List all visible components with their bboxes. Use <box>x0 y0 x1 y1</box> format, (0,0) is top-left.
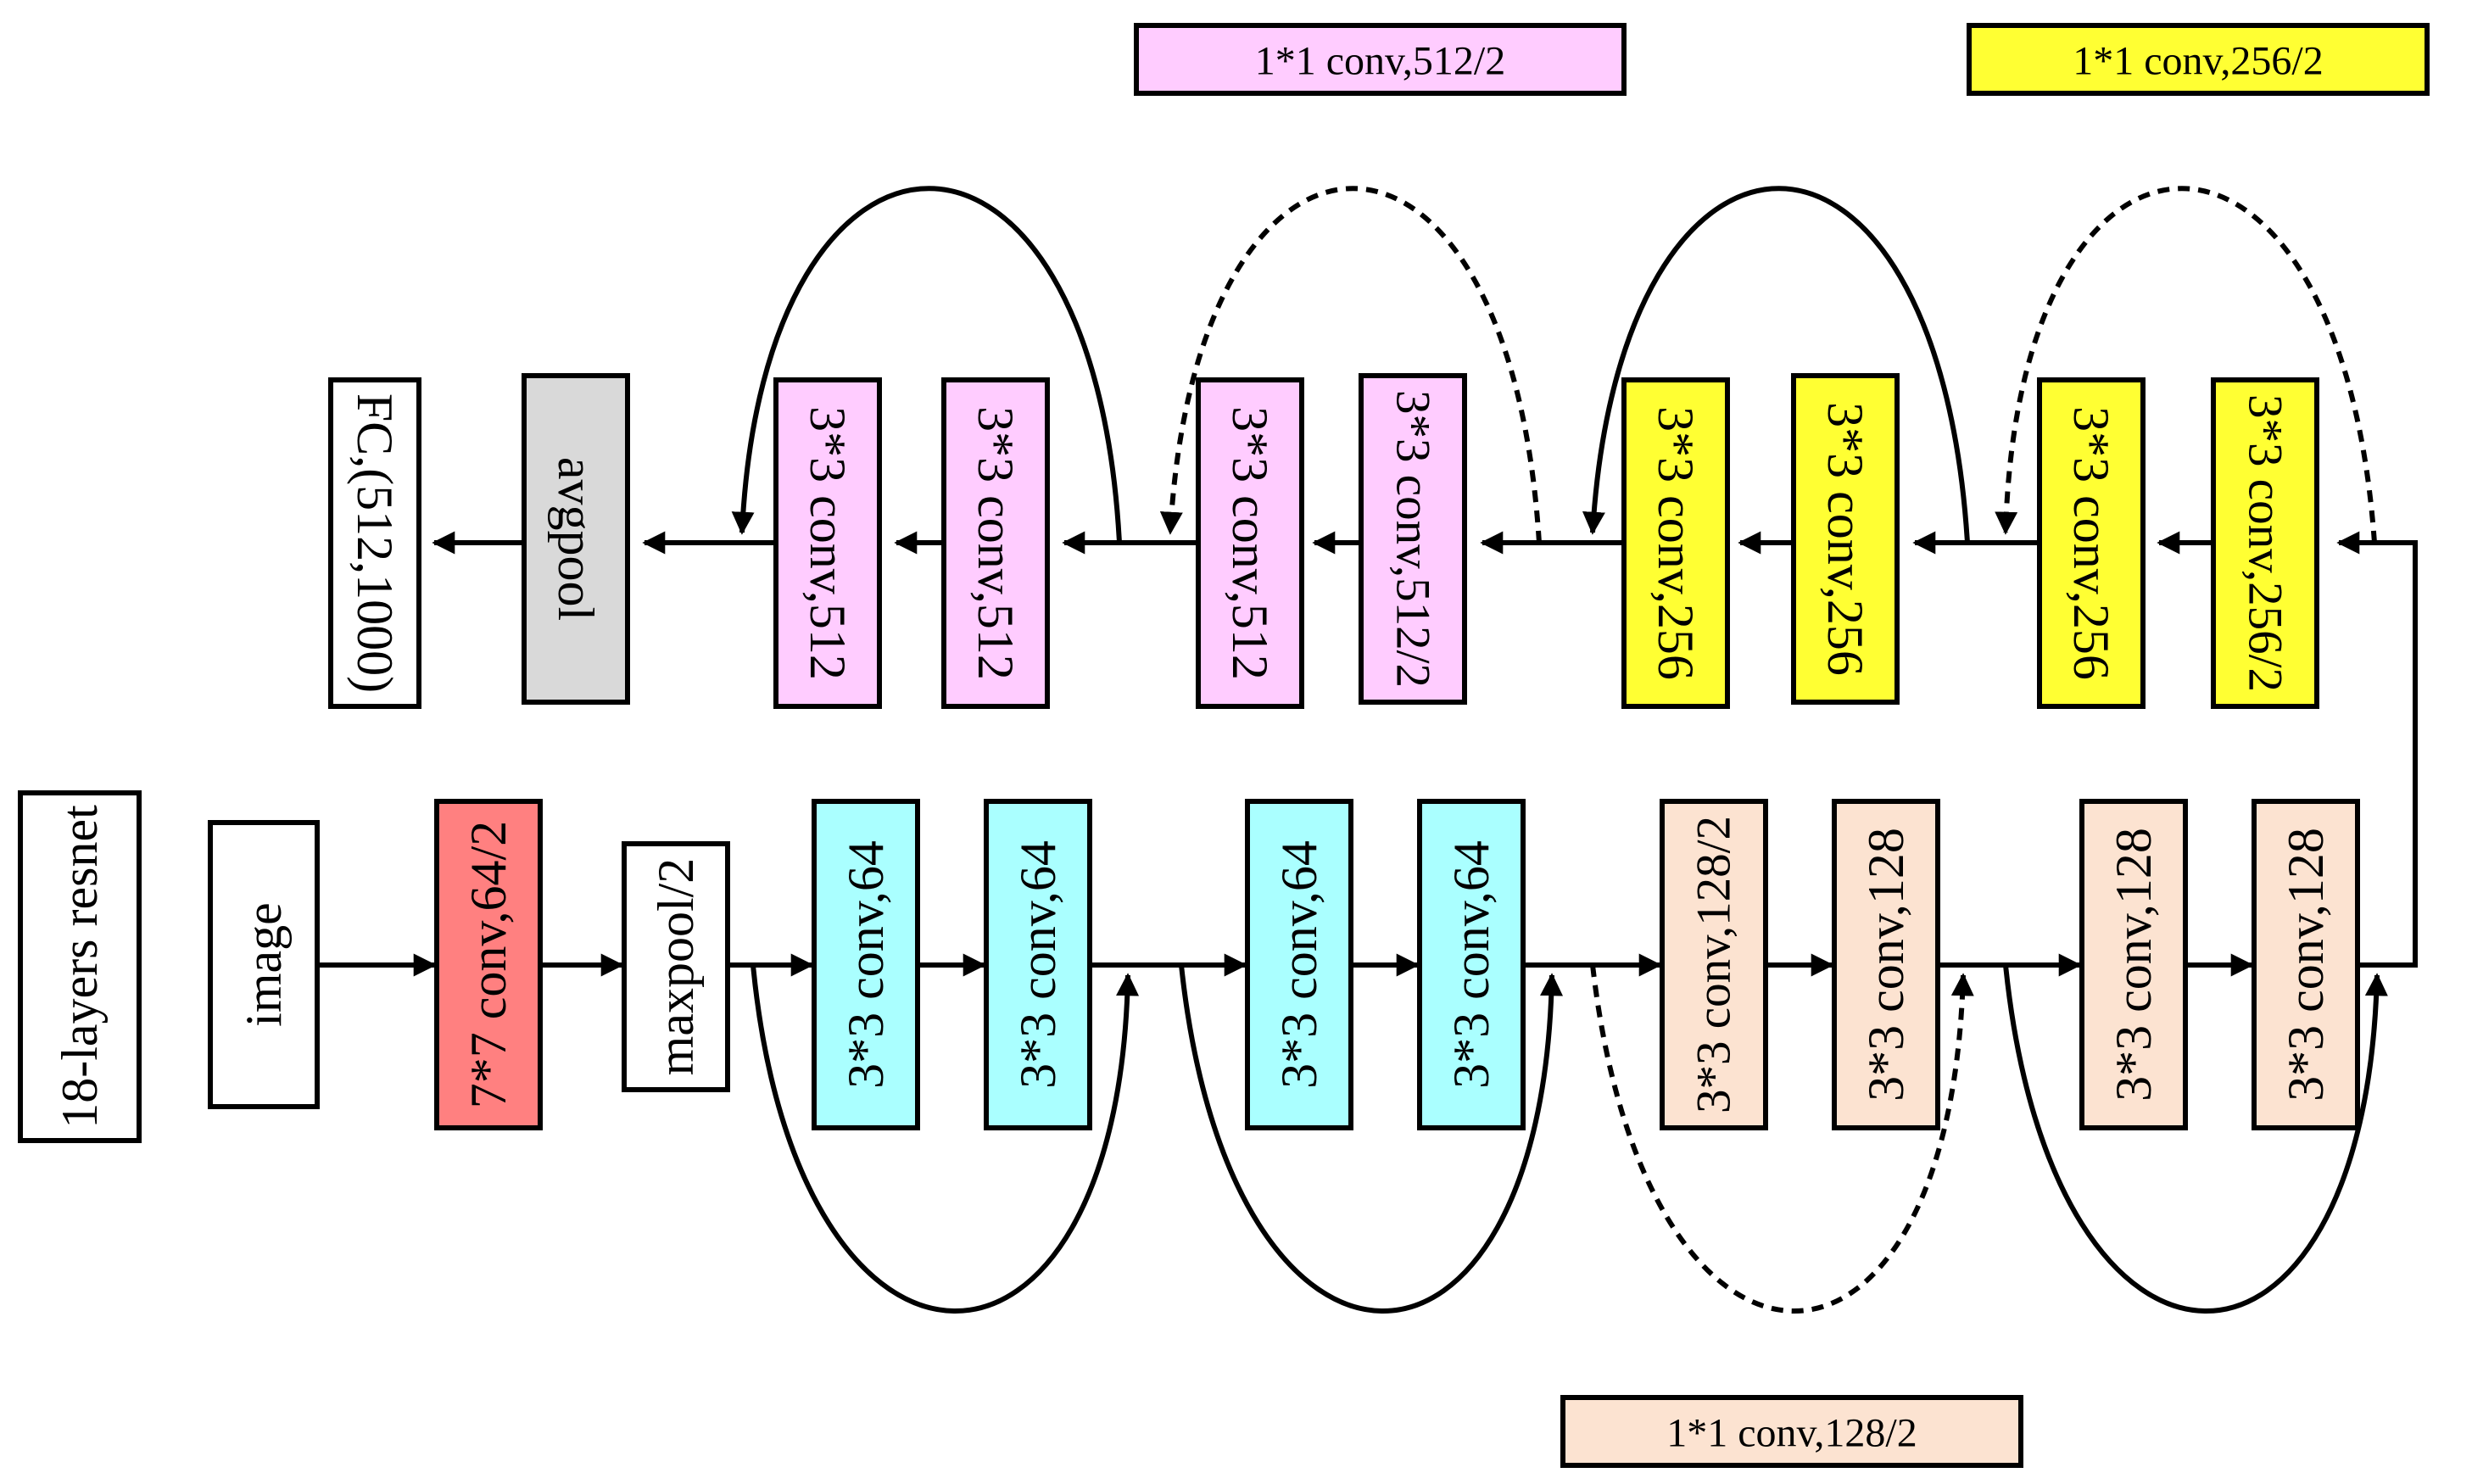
block-image: image <box>208 820 320 1109</box>
block-c512c: 3*3 conv,512 <box>941 377 1050 709</box>
shortcut-label-s128: 1*1 conv,128/2 <box>1560 1395 2023 1468</box>
block-c128d-box <box>2252 799 2360 1130</box>
skip-c256-1x1 <box>1995 186 2377 544</box>
shortcut-label-s256-text: 1*1 conv,256/2 <box>2073 39 2324 84</box>
block-c64a-box <box>812 799 920 1130</box>
block-c512d: 3*3 conv,512 <box>773 377 882 709</box>
edge-c128d-c256a <box>2336 531 2418 968</box>
block-c128d: 3*3 conv,128 <box>2252 799 2360 1130</box>
block-c256c-label: 3*3 conv,256 <box>1817 402 1873 676</box>
blocks: 18-layers resnet image 7*7 conv,64/2 maxpoo… <box>18 373 2360 1143</box>
block-c256d-label: 3*3 conv,256 <box>1648 406 1704 680</box>
block-fc-label: FC,(512,1000) <box>347 393 403 693</box>
block-image-box <box>208 820 320 1109</box>
skip-c512-2 <box>731 186 1122 544</box>
block-maxpool-box <box>622 841 730 1092</box>
block-c64c-label: 3*3 conv,64 <box>1271 840 1327 1089</box>
block-c256a-label: 3*3 conv,256/2 <box>2239 394 2292 692</box>
block-c64a: 3*3 conv,64 <box>812 799 920 1130</box>
block-c128a-label: 3*3 conv,128/2 <box>1688 816 1741 1113</box>
block-c256b-box <box>2037 377 2146 709</box>
block-c256d-box <box>1621 377 1730 709</box>
shortcut-label-s256: 1*1 conv,256/2 <box>1967 23 2430 96</box>
block-c256c: 3*3 conv,256 <box>1791 373 1900 705</box>
block-image-label: image <box>236 902 292 1027</box>
block-c512b-box <box>1196 377 1304 709</box>
block-maxpool-label: maxpool/2 <box>648 858 704 1076</box>
block-c256c-box <box>1791 373 1900 705</box>
title-label: 18-layers resnet <box>52 805 108 1129</box>
block-c512d-box <box>773 377 882 709</box>
block-c512c-box <box>941 377 1050 709</box>
block-c128b: 3*3 conv,128 <box>1832 799 1940 1130</box>
block-fc-box <box>328 377 421 709</box>
block-maxpool: maxpool/2 <box>622 841 730 1092</box>
block-fc: FC,(512,1000) <box>328 377 421 709</box>
block-c64a-label: 3*3 conv,64 <box>838 840 894 1089</box>
block-c128a: 3*3 conv,128/2 <box>1660 799 1768 1130</box>
shortcut-label-s128-text: 1*1 conv,128/2 <box>1666 1411 1917 1456</box>
block-c64c: 3*3 conv,64 <box>1245 799 1353 1130</box>
block-c64d: 3*3 conv,64 <box>1417 799 1526 1130</box>
skip-c128-2 <box>2003 964 2388 1314</box>
block-c256d: 3*3 conv,256 <box>1621 377 1730 709</box>
block-c128c-box <box>2079 799 2188 1130</box>
block-c256a: 3*3 conv,256/2 <box>2211 377 2319 709</box>
block-c64d-box <box>1417 799 1526 1130</box>
shortcut-label-s512: 1*1 conv,512/2 <box>1134 23 1627 96</box>
block-c512a: 3*3 conv,512/2 <box>1359 373 1467 705</box>
block-conv7-box <box>434 799 543 1130</box>
block-c256b-label: 3*3 conv,256 <box>2063 406 2119 680</box>
block-avgpool-box <box>522 373 630 705</box>
block-c512a-label: 3*3 conv,512/2 <box>1387 390 1440 688</box>
block-c512c-label: 3*3 conv,512 <box>968 406 1024 680</box>
shortcut-labels: 1*1 conv,128/2 1*1 conv,256/2 1*1 conv,512… <box>1134 23 2430 1468</box>
block-c128c-label: 3*3 conv,128 <box>2106 828 2162 1102</box>
skip-c512-1x1 <box>1159 186 1542 544</box>
block-c64d-label: 3*3 conv,64 <box>1443 840 1499 1089</box>
block-c128c: 3*3 conv,128 <box>2079 799 2188 1130</box>
block-c512b-label: 3*3 conv,512 <box>1222 406 1278 680</box>
block-c64c-box <box>1245 799 1353 1130</box>
block-c128a-box <box>1660 799 1768 1130</box>
skip-c64-1 <box>751 964 1140 1314</box>
block-avgpool: avgpool <box>522 373 630 705</box>
block-c512d-label: 3*3 conv,512 <box>800 406 856 680</box>
block-c64b-label: 3*3 conv,64 <box>1010 840 1066 1089</box>
block-conv7: 7*7 conv,64/2 <box>434 799 543 1130</box>
title-block: 18-layers resnet <box>18 790 142 1143</box>
block-c128b-label: 3*3 conv,128 <box>1858 828 1914 1102</box>
block-c256b: 3*3 conv,256 <box>2037 377 2146 709</box>
block-avgpool-label: avgpool <box>548 457 604 621</box>
connectors <box>317 186 2418 1314</box>
block-c512a-box <box>1359 373 1467 705</box>
block-c256a-box <box>2211 377 2319 709</box>
block-c128b-box <box>1832 799 1940 1130</box>
block-conv7-label: 7*7 conv,64/2 <box>460 821 516 1108</box>
block-c128d-label: 3*3 conv,128 <box>2278 828 2334 1102</box>
block-c64b: 3*3 conv,64 <box>984 799 1092 1130</box>
block-c64b-box <box>984 799 1092 1130</box>
skip-c256-2 <box>1582 186 1970 544</box>
skip-c64-2 <box>1179 964 1564 1314</box>
skip-c128-1x1 <box>1590 964 1974 1314</box>
shortcut-label-s512-text: 1*1 conv,512/2 <box>1255 39 1506 84</box>
block-c512b: 3*3 conv,512 <box>1196 377 1304 709</box>
